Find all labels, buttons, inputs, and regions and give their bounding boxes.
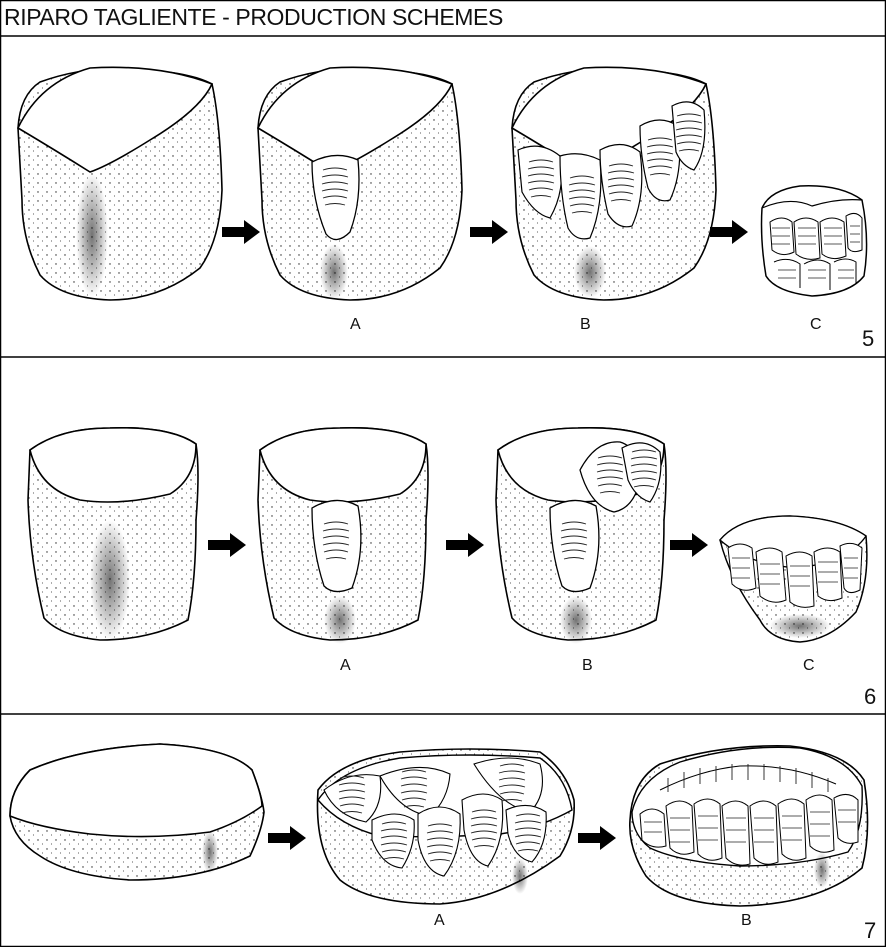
scheme-5-arrow-3 (710, 220, 748, 244)
scheme-6-core-b (496, 428, 666, 644)
scheme-5-core-b (512, 67, 716, 300)
scheme-5-number: 5 (862, 326, 874, 352)
scheme-5-label-a: A (350, 316, 361, 334)
scheme-6-label-b: B (582, 657, 593, 675)
scheme-6-panel (28, 428, 867, 644)
scheme-7-arrow-1 (268, 826, 306, 850)
scheme-7-core-b (630, 746, 868, 906)
scheme-7-core-initial (10, 744, 264, 880)
scheme-6-arrow-1 (208, 533, 246, 557)
scheme-6-arrow-2 (446, 533, 484, 557)
scheme-6-core-c (720, 516, 867, 642)
scheme-5-label-c: C (810, 316, 822, 334)
figure-title: RIPARO TAGLIENTE - PRODUCTION SCHEMES (4, 4, 503, 31)
scheme-5-panel (18, 67, 867, 300)
scheme-5-core-c (762, 186, 867, 296)
scheme-5-core-initial (18, 67, 222, 300)
scheme-5-core-a (258, 67, 462, 300)
scheme-5-label-b: B (580, 316, 591, 334)
scheme-6-arrow-3 (670, 533, 708, 557)
scheme-5-arrow-1 (222, 220, 260, 244)
scheme-7-panel (10, 744, 868, 906)
scheme-6-label-c: C (803, 657, 815, 675)
scheme-6-core-a (258, 428, 428, 644)
scheme-7-label-a: A (434, 912, 445, 930)
scheme-7-label-b: B (741, 912, 752, 930)
scheme-5-arrow-2 (470, 220, 508, 244)
scheme-6-label-a: A (340, 657, 351, 675)
scheme-6-core-initial (28, 428, 198, 640)
scheme-7-core-a (317, 749, 574, 904)
scheme-7-arrow-2 (578, 826, 616, 850)
scheme-7-number: 7 (864, 918, 876, 944)
scheme-6-number: 6 (864, 684, 876, 710)
